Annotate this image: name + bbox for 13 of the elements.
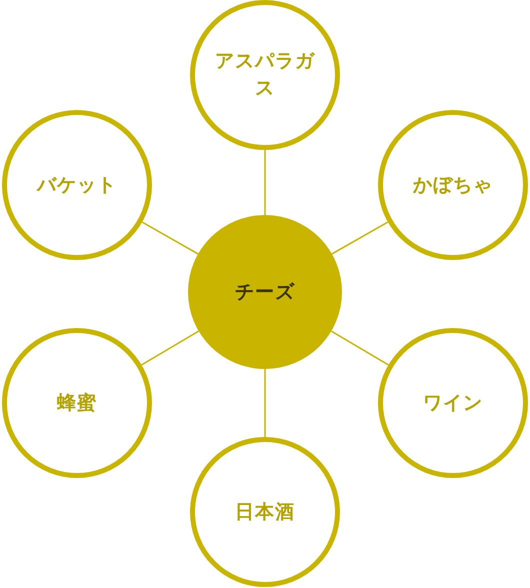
connector-line: [264, 369, 266, 437]
circle-label: チーズ: [234, 280, 296, 305]
connector-line: [330, 330, 389, 366]
connector-line: [142, 221, 198, 255]
circle-label: かぼちゃ: [412, 172, 494, 198]
connector-line: [264, 150, 266, 215]
circle-label: バケット: [35, 172, 118, 198]
circle-label: ワイン: [422, 390, 484, 416]
connector-line: [141, 330, 200, 366]
connector-line: [332, 221, 388, 255]
circle-label: アスパラガス: [215, 49, 315, 101]
circle-label: 日本酒: [234, 500, 296, 525]
circle-label: 蜂蜜: [56, 390, 98, 416]
